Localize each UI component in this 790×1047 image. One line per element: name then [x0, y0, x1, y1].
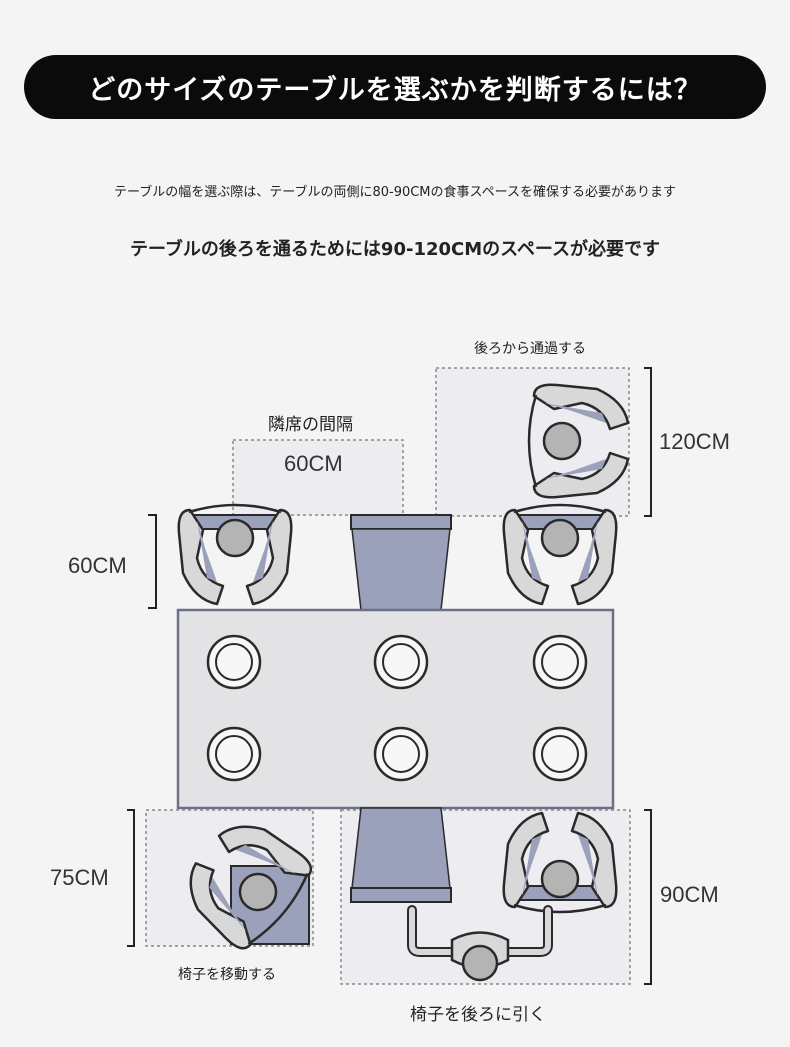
- plate-5: [373, 726, 429, 782]
- chair-top-mid-back: [350, 514, 452, 530]
- label-move-chair: 椅子を移動する: [178, 967, 276, 983]
- plate-3: [532, 634, 588, 690]
- dim-bracket-90: [644, 809, 652, 985]
- page-title: どのサイズのテーブルを選ぶかを判断するには？: [88, 74, 702, 106]
- chair-bottom-mid-back: [350, 887, 452, 903]
- title-banner: どのサイズのテーブルを選ぶかを判断するには？: [24, 55, 766, 119]
- label-pass-behind: 後ろから通過する: [474, 341, 586, 357]
- dim-move-chair-value: 75CM: [50, 865, 109, 890]
- dim-seat-gap-value: 60CM: [284, 451, 343, 476]
- person-pulled-chair: [407, 905, 553, 982]
- label-seat-gap: 隣席の間隔: [268, 415, 353, 435]
- plate-6: [532, 726, 588, 782]
- plate-4: [206, 726, 262, 782]
- dim-seat-depth-value: 60CM: [68, 553, 127, 578]
- dim-bracket-75: [127, 809, 135, 947]
- dim-pull-chair-value: 90CM: [660, 882, 719, 907]
- plate-1: [206, 634, 262, 690]
- dim-bracket-120: [644, 367, 652, 517]
- person-seated-top-left: [177, 503, 293, 606]
- label-pull-chair: 椅子を後ろに引く: [410, 1005, 546, 1025]
- chair-top-mid-seat: [351, 528, 451, 611]
- zone-seat-gap: [232, 439, 404, 516]
- dim-bracket-60-depth: [148, 514, 157, 609]
- note-table-width: テーブルの幅を選ぶ際は、テーブルの両側に80-90CMの食事スペースを確保する必…: [114, 185, 676, 200]
- dim-pass-behind-value: 120CM: [659, 429, 730, 454]
- note-pass-space: テーブルの後ろを通るためには90-120CMのスペースが必要です: [130, 239, 660, 260]
- plate-2: [373, 634, 429, 690]
- person-seated-top-right: [502, 503, 618, 606]
- chair-bottom-mid-seat: [351, 807, 451, 889]
